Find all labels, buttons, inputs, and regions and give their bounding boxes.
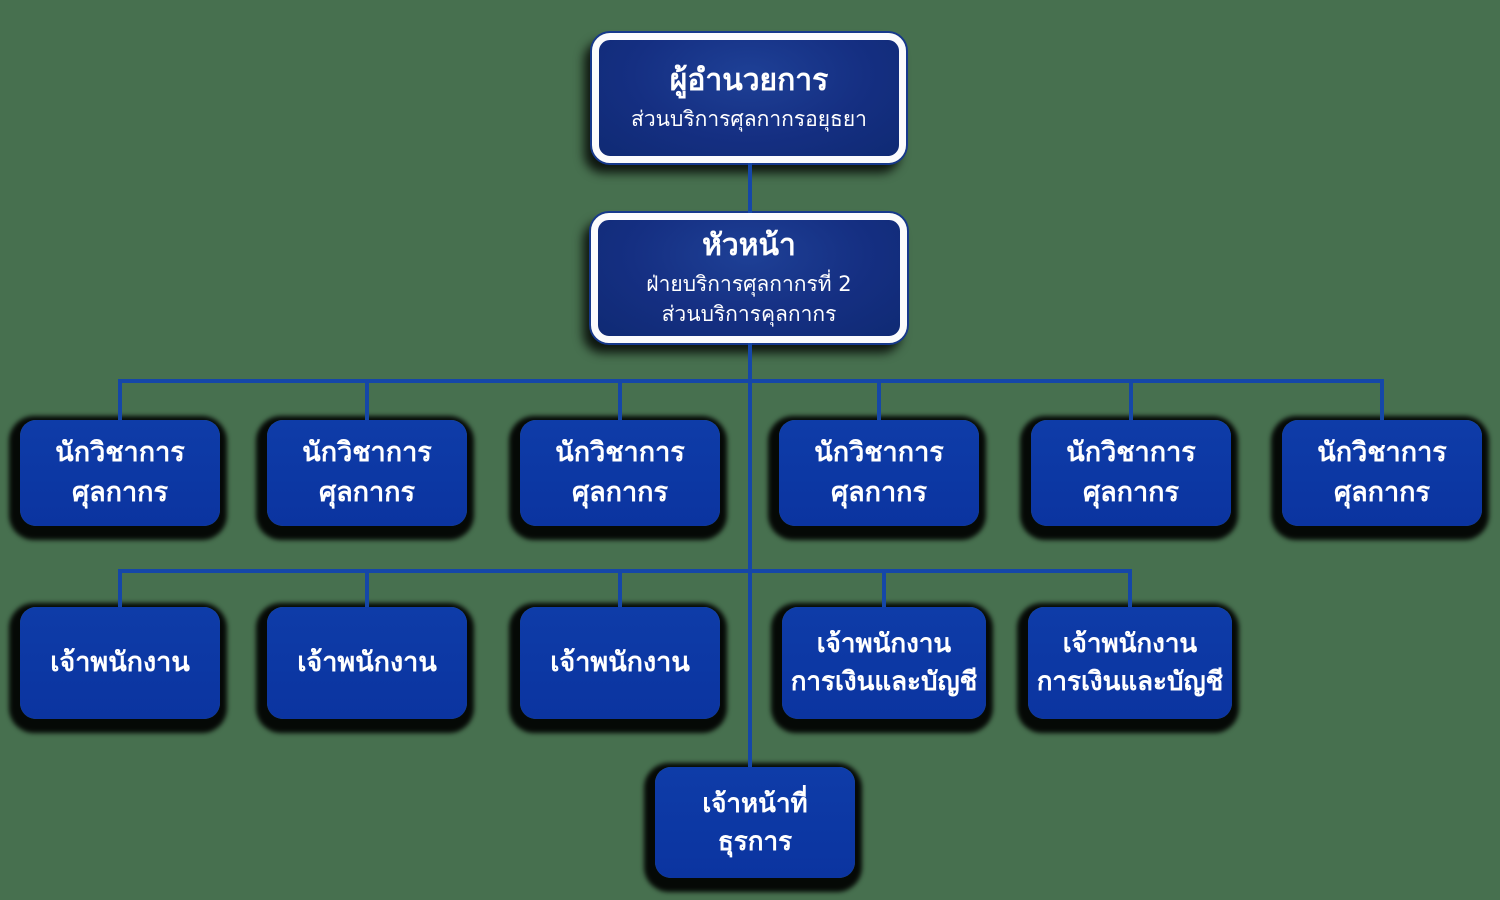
connector-line	[118, 379, 122, 420]
node-label: การเงินและบัญชี	[1036, 667, 1224, 697]
customs-officer-box: นักวิชาการ ศุลกากร	[520, 420, 720, 526]
customs-officer-box: นักวิชาการ ศุลกากร	[20, 420, 220, 526]
node-label: ธุรการ	[717, 826, 793, 857]
node-label: ศุลกากร	[71, 477, 169, 508]
customs-officer-box: นักวิชาการ ศุลกากร	[1282, 420, 1482, 526]
head-subtitle-1: ฝ่ายบริการศุลกากรที่ 2	[646, 272, 852, 296]
director-title: ผู้อำนวยการ	[669, 63, 829, 98]
node-label: เจ้าพนักงาน	[550, 647, 690, 678]
connector-line	[1380, 379, 1384, 420]
connector-line	[877, 379, 881, 420]
head-title: หัวหน้า	[702, 228, 796, 263]
clerk-box: เจ้าหน้าที่ ธุรการ	[655, 767, 855, 878]
node-label: เจ้าหน้าที่	[702, 788, 808, 819]
node-label: นักวิชาการ	[1066, 437, 1196, 468]
node-label: นักวิชาการ	[55, 437, 185, 468]
node-label: เจ้าพนักงาน	[50, 647, 190, 678]
node-label: ศุลกากร	[571, 477, 669, 508]
staff-box: เจ้าพนักงาน	[520, 607, 720, 719]
node-label: ศุลกากร	[1082, 477, 1180, 508]
connector-line	[118, 379, 1384, 383]
node-label: เจ้าพนักงาน	[1062, 629, 1198, 659]
customs-officer-box: นักวิชาการ ศุลกากร	[779, 420, 979, 526]
finance-staff-box: เจ้าพนักงาน การเงินและบัญชี	[782, 607, 986, 719]
connector-line	[618, 569, 622, 607]
connector-line	[1128, 569, 1132, 607]
customs-officer-box: นักวิชาการ ศุลกากร	[1031, 420, 1231, 526]
finance-staff-box: เจ้าพนักงาน การเงินและบัญชี	[1028, 607, 1232, 719]
node-label: นักวิชาการ	[1317, 437, 1447, 468]
director-box: ผู้อำนวยการ ส่วนบริการศุลกากรอยุธยา	[592, 33, 906, 163]
connector-line	[1129, 379, 1133, 420]
director-subtitle: ส่วนบริการศุลกากรอยุธยา	[631, 107, 867, 131]
head-box: หัวหน้า ฝ่ายบริการศุลกากรที่ 2 ส่วนบริกา…	[591, 213, 907, 343]
connector-line	[748, 343, 752, 767]
node-label: การเงินและบัญชี	[790, 667, 978, 697]
staff-box: เจ้าพนักงาน	[267, 607, 467, 719]
connector-line	[618, 379, 622, 420]
node-label: ศุลกากร	[318, 477, 416, 508]
node-label: นักวิชาการ	[302, 437, 432, 468]
node-label: เจ้าพนักงาน	[816, 629, 952, 659]
connector-line	[365, 569, 369, 607]
node-label: เจ้าพนักงาน	[297, 647, 437, 678]
connector-line	[882, 569, 886, 607]
connector-line	[365, 379, 369, 420]
node-label: ศุลกากร	[830, 477, 928, 508]
node-label: ศุลกากร	[1333, 477, 1431, 508]
connector-line	[118, 569, 122, 607]
node-label: นักวิชาการ	[555, 437, 685, 468]
head-subtitle-2: ส่วนบริการคุลกากร	[661, 302, 837, 326]
connector-line	[118, 569, 1132, 573]
connector-line	[748, 163, 752, 213]
staff-box: เจ้าพนักงาน	[20, 607, 220, 719]
customs-officer-box: นักวิชาการ ศุลกากร	[267, 420, 467, 526]
node-label: นักวิชาการ	[814, 437, 944, 468]
